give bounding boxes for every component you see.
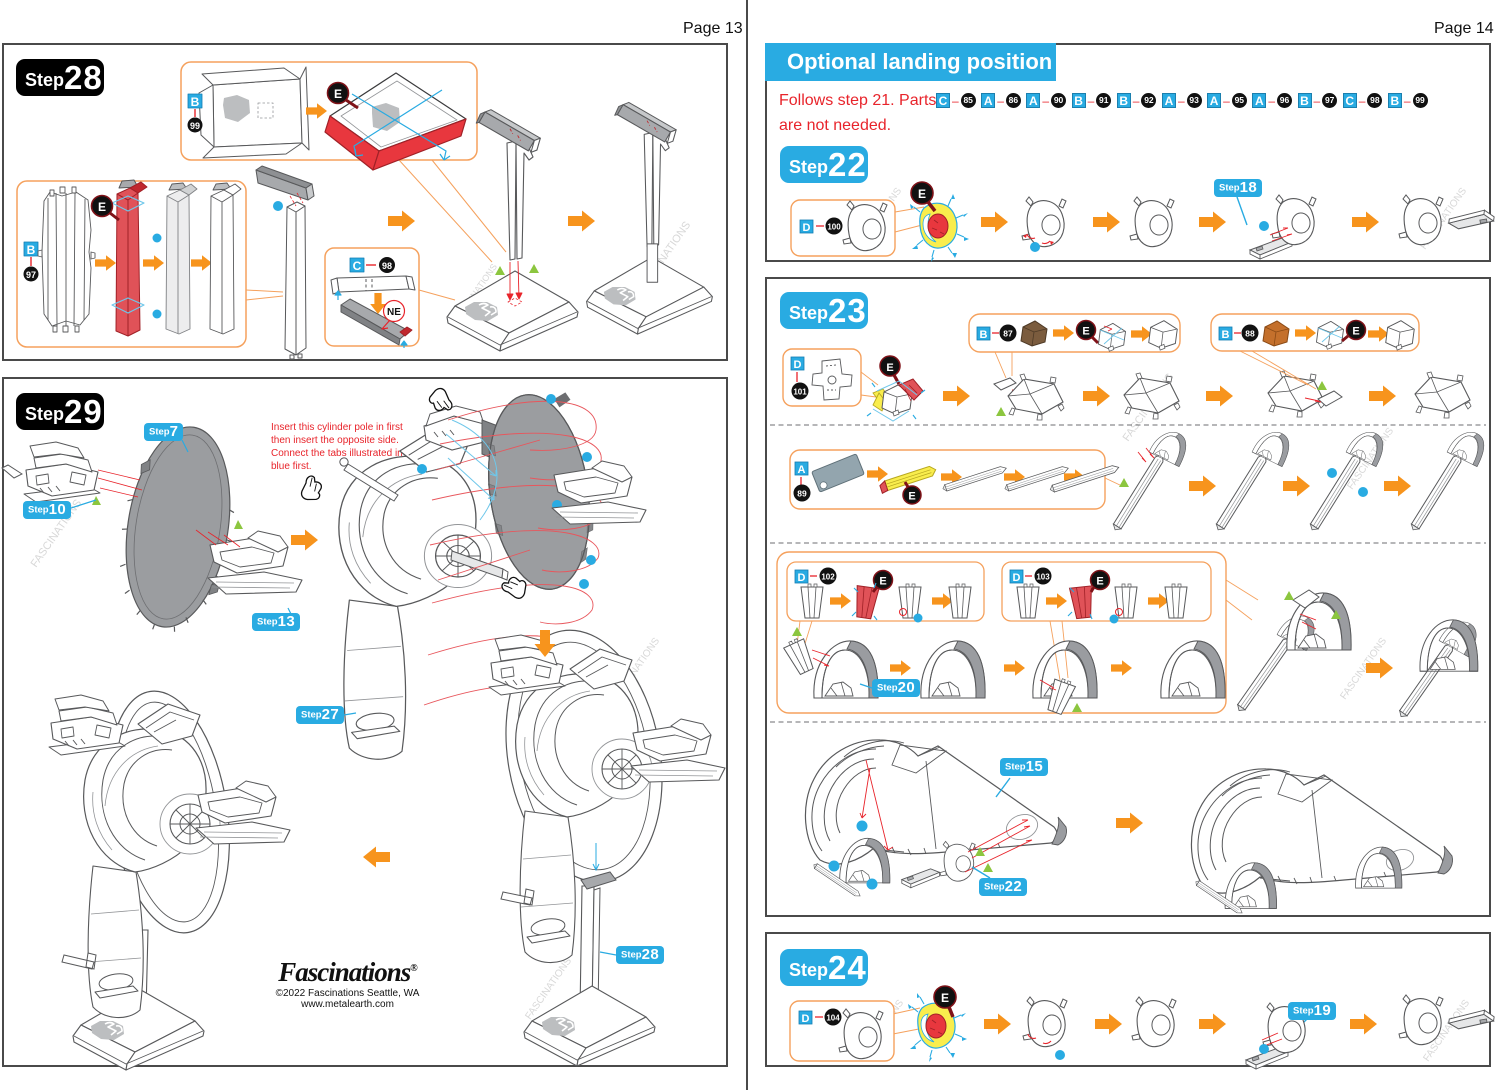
svg-text:B: B <box>980 329 988 341</box>
svg-text:104: 104 <box>826 1014 840 1023</box>
svg-text:E: E <box>879 576 886 588</box>
svg-text:B: B <box>27 243 36 257</box>
svg-text:B: B <box>1222 329 1230 341</box>
svg-text:88: 88 <box>1245 329 1255 339</box>
svg-text:D: D <box>798 572 806 584</box>
svg-text:103: 103 <box>1036 573 1050 582</box>
svg-text:101: 101 <box>793 388 807 397</box>
svg-text:102: 102 <box>821 573 835 582</box>
svg-text:D: D <box>802 1013 810 1025</box>
svg-text:E: E <box>1082 326 1089 338</box>
svg-text:E: E <box>908 491 915 503</box>
svg-text:97: 97 <box>26 270 36 280</box>
svg-text:89: 89 <box>797 489 807 499</box>
svg-text:100: 100 <box>827 223 841 232</box>
svg-text:E: E <box>918 187 926 201</box>
svg-text:NE: NE <box>387 307 401 318</box>
svg-text:99: 99 <box>190 121 200 131</box>
svg-text:E: E <box>1352 326 1359 338</box>
svg-text:E: E <box>941 991 949 1005</box>
svg-text:E: E <box>334 87 342 101</box>
svg-text:E: E <box>1096 576 1103 588</box>
svg-text:D: D <box>1013 572 1021 584</box>
svg-text:E: E <box>886 362 893 374</box>
svg-text:D: D <box>803 222 811 234</box>
svg-text:B: B <box>191 95 200 109</box>
svg-text:A: A <box>798 464 806 476</box>
svg-text:E: E <box>98 200 106 214</box>
svg-text:98: 98 <box>382 261 392 271</box>
svg-text:87: 87 <box>1003 329 1013 339</box>
svg-text:D: D <box>794 359 802 371</box>
svg-text:C: C <box>353 259 362 273</box>
